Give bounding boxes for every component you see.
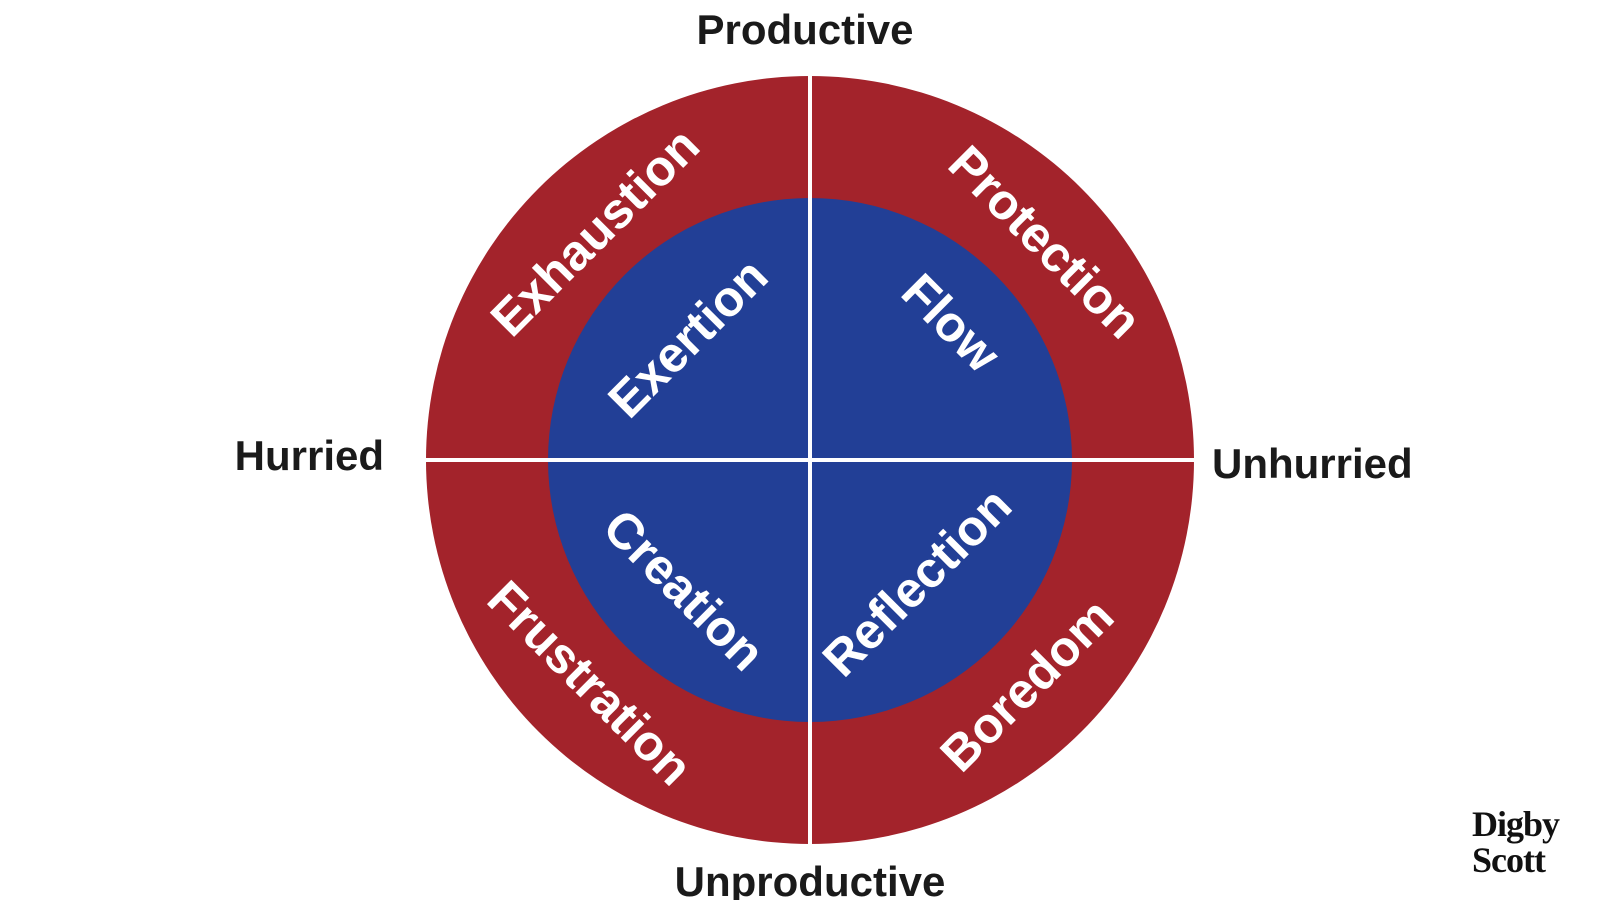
- axis-label-left: Hurried: [235, 432, 384, 479]
- axis-label-right: Unhurried: [1212, 440, 1413, 487]
- axis-label-top: Productive: [696, 6, 913, 53]
- digby-scott-logo: Digby Scott: [1472, 804, 1561, 880]
- axis-label-bottom: Unproductive: [675, 858, 946, 900]
- logo-line-1: Digby: [1472, 804, 1560, 844]
- logo-line-2: Scott: [1472, 840, 1546, 880]
